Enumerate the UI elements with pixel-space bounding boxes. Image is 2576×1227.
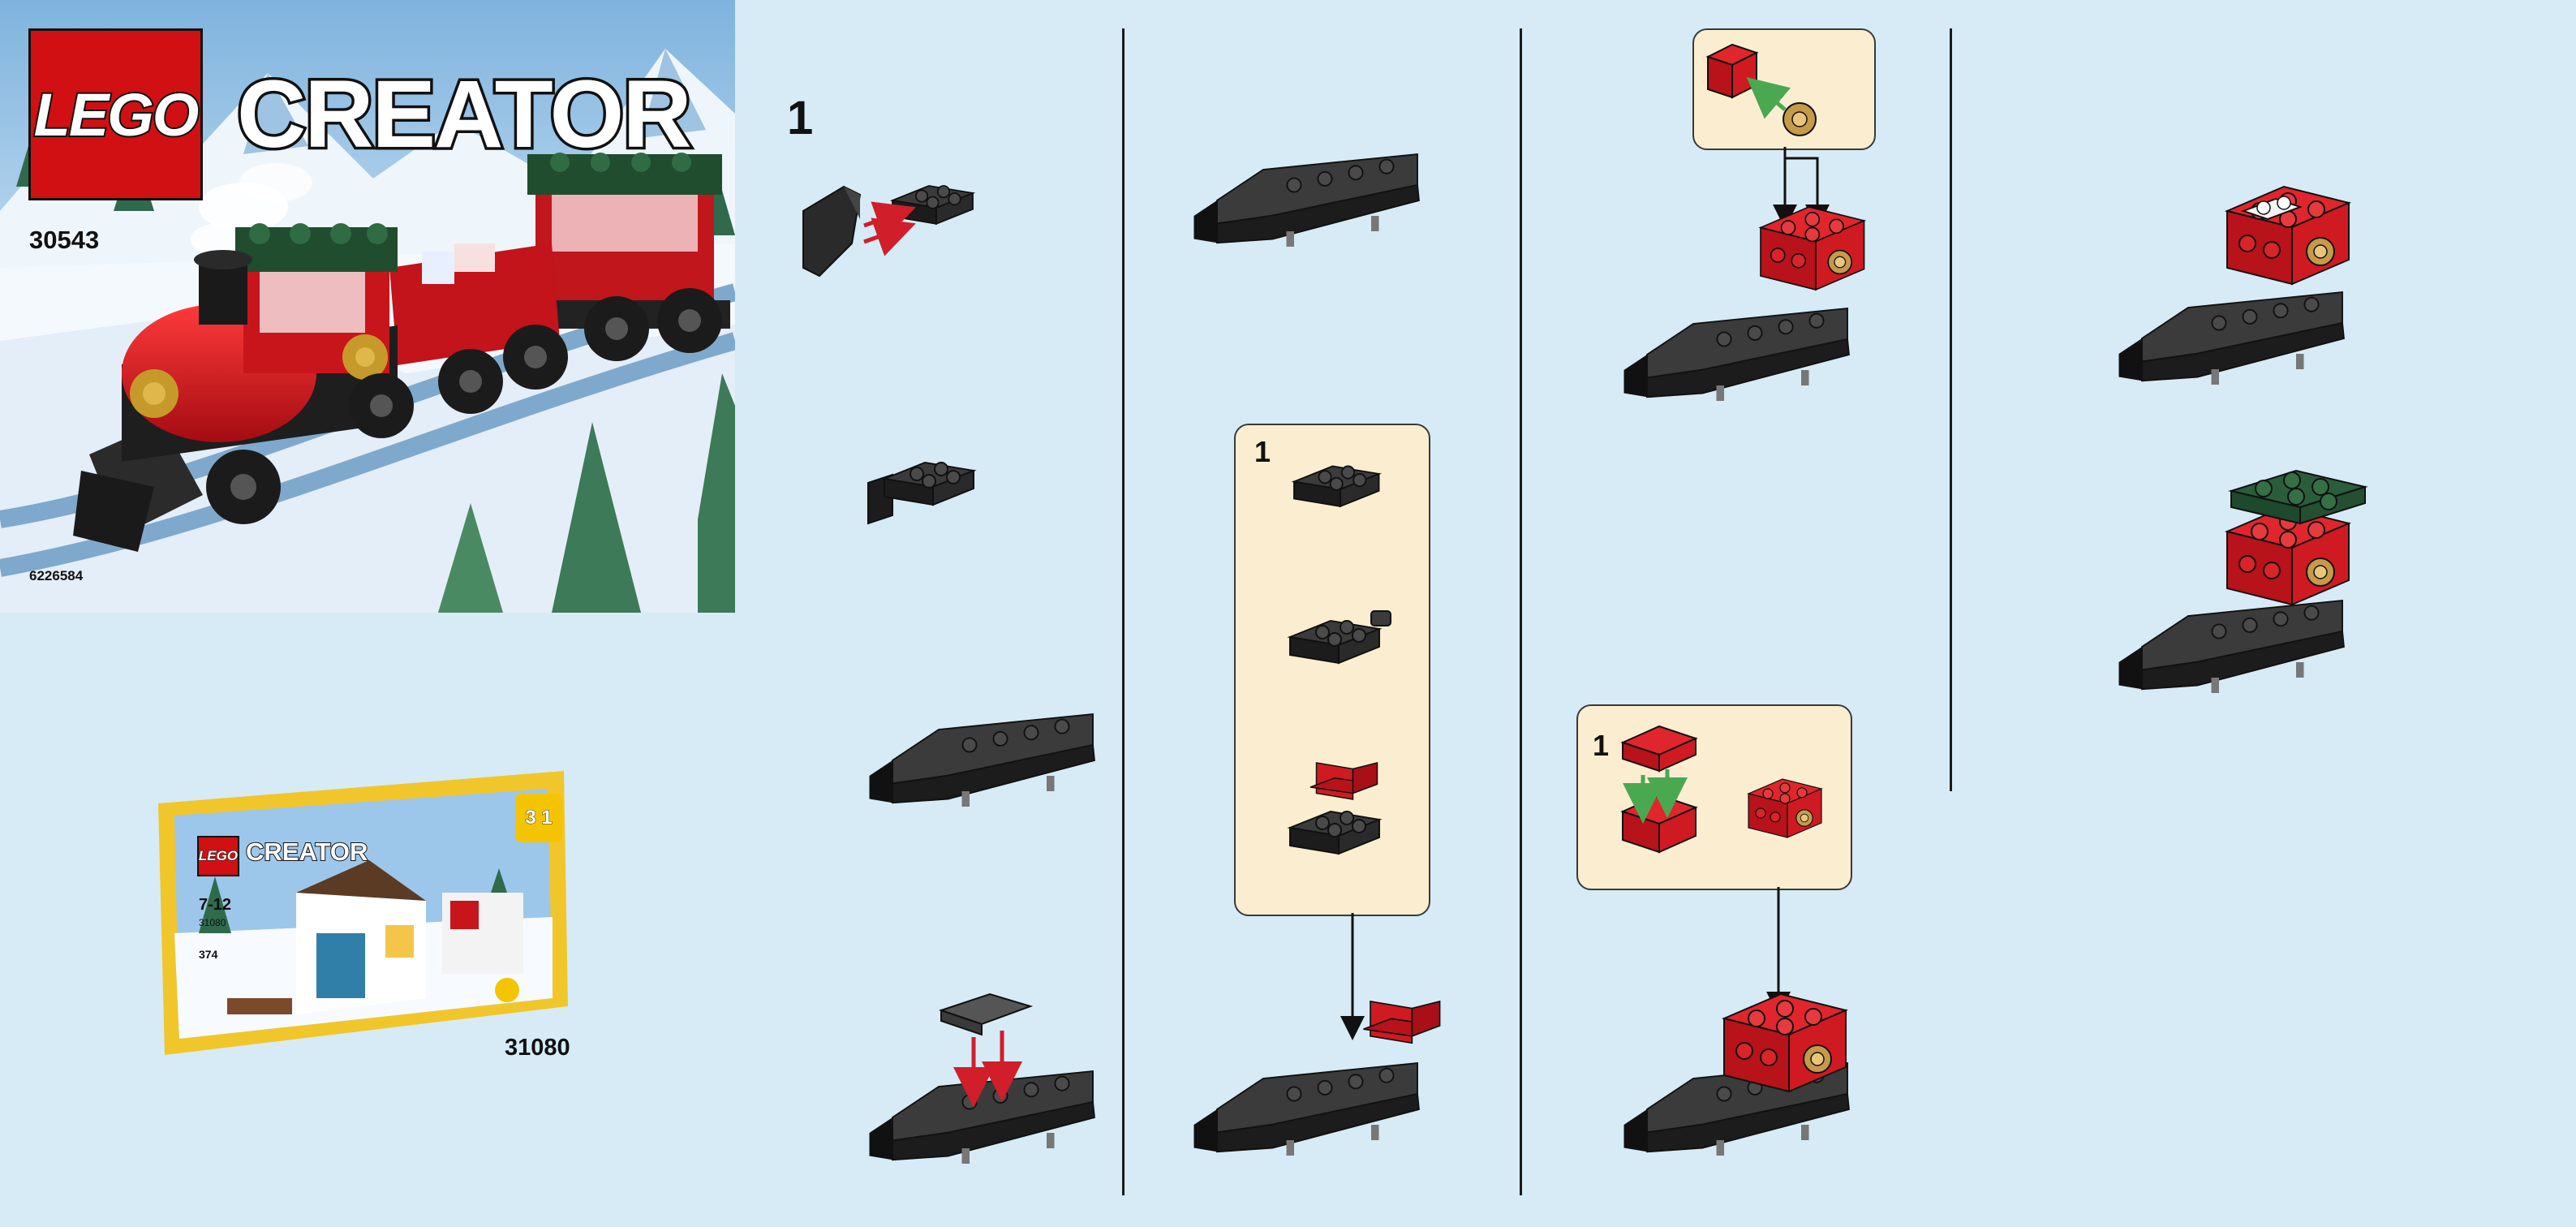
step1-part-slope — [803, 187, 860, 276]
step1-result-long — [870, 714, 1094, 807]
step3-chassis-a — [1624, 308, 1849, 401]
step4-chassis-b — [2119, 601, 2344, 693]
step4-green-roof — [2231, 471, 2365, 523]
subassembly-a-plate-1 — [1294, 467, 1379, 506]
step2-chassis — [1194, 154, 1419, 247]
subassembly-b-parts — [1623, 726, 1821, 852]
step1-tile-part — [941, 994, 1030, 1035]
assembly-arrow — [864, 229, 901, 242]
assembly-arrow — [864, 213, 901, 226]
step1-result-with-tile — [870, 1071, 1094, 1164]
step4-chassis-a — [2119, 292, 2344, 385]
step1-part-plate — [892, 186, 973, 224]
subassembly-a-plate-2 — [1290, 611, 1391, 663]
step2-result — [1194, 1001, 1440, 1156]
step4-redblock-a — [2227, 187, 2349, 284]
callout-parts-top — [1708, 45, 1816, 136]
step3-redblock-a — [1761, 207, 1864, 290]
step1-result-small — [868, 463, 974, 523]
subassembly-a-plate-seat — [1290, 763, 1379, 854]
step4-redblock-b — [2227, 507, 2349, 605]
assembly-arrow — [1759, 88, 1785, 110]
